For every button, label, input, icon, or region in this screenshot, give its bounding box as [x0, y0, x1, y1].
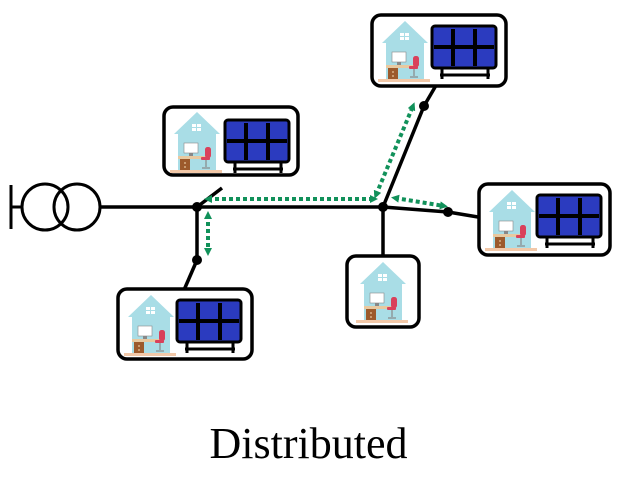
- house-solar-icon: [162, 105, 300, 177]
- line-bottom-left-to-house: [182, 259, 199, 291]
- house-solar-icon: [370, 13, 508, 88]
- transformer-icon: [9, 182, 102, 232]
- junction-dot: [192, 202, 202, 212]
- house-icon: [345, 254, 421, 329]
- junction-dot: [378, 202, 388, 212]
- house-solar-icon: [116, 287, 254, 361]
- junction-dot: [443, 207, 453, 217]
- junction-dot: [419, 101, 429, 111]
- junction-dot: [192, 255, 202, 265]
- bidirectional-arrow-icon: [373, 102, 416, 199]
- bidirectional-arrow-icon: [391, 194, 448, 210]
- junction-dots: [192, 101, 453, 265]
- house-solar-icon: [477, 182, 612, 257]
- line-bus-to-top-right: [381, 105, 426, 208]
- line-bus-to-right: [382, 205, 449, 214]
- diagram-caption: Distributed: [209, 419, 408, 468]
